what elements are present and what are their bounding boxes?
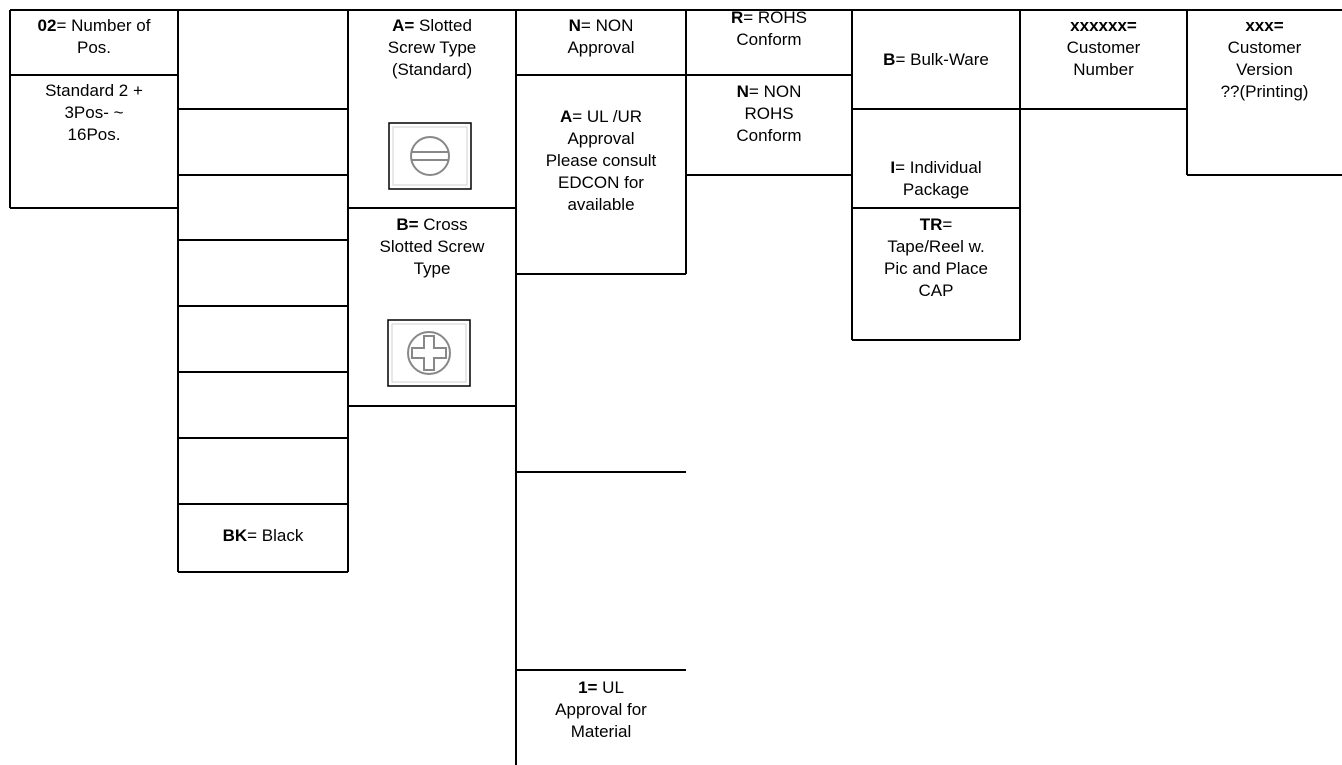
screw-cross-line-2: Slotted Screw (379, 237, 485, 256)
screw-cross-line-3: Type (413, 259, 451, 278)
screw-slotted-line-3: (Standard) (391, 60, 473, 79)
rohs-non-line-2: ROHS (744, 104, 794, 123)
cross-slotted-screw-head-icon (387, 319, 471, 387)
positions-standard-cell: Standard 2 + 3Pos- ~ 16Pos. (10, 80, 178, 146)
packaging-bulk-label: = Bulk-Ware (895, 50, 989, 69)
packaging-tape-reel-cell: TR= Tape/Reel w. Pic and Place CAP (852, 214, 1020, 302)
positions-standard-line-1: Standard 2 + (45, 81, 143, 100)
approval-ul-line-2: Approval (567, 129, 635, 148)
approval-material-line-3: Material (570, 722, 632, 741)
customer-number-cell: xxxxxx= Customer Number (1020, 15, 1187, 81)
positions-header-line-2: Pos. (76, 38, 112, 57)
packaging-bulk-cell: B= Bulk-Ware (852, 49, 1020, 71)
screw-cross-line-1: B= Cross (396, 215, 468, 234)
approval-non-cell: N= NON Approval (516, 15, 686, 59)
positions-header-line-1: 02= Number of (37, 16, 151, 35)
color-black-label: = Black (247, 526, 304, 545)
customer-number-line-2: Number (1073, 60, 1134, 79)
approval-non-line-1: N= NON (568, 16, 634, 35)
screw-slotted-line-2: Screw Type (387, 38, 477, 57)
approval-material-line-1: 1= UL (578, 678, 624, 697)
packaging-individual-line-1: I= Individual (890, 158, 982, 177)
color-black-code: BK (222, 526, 248, 545)
color-black-cell: BK= Black (178, 525, 348, 547)
rohs-non-cell: N= NON ROHS Conform (686, 81, 852, 147)
packaging-tape-reel-line-4: CAP (918, 281, 954, 300)
packaging-tape-reel-line-2: Tape/Reel w. (887, 237, 985, 256)
rohs-non-line-1: N= NON (736, 82, 802, 101)
screw-slotted-cell: A= Slotted Screw Type (Standard) (348, 15, 516, 81)
rohs-conform-line-2: Conform (736, 30, 802, 49)
customer-number-line-1: Customer (1066, 38, 1141, 57)
customer-version-code: xxx= (1245, 16, 1284, 35)
customer-number-code: xxxxxx= (1070, 16, 1137, 35)
approval-material-line-2: Approval for (555, 700, 647, 719)
packaging-individual-cell: I= Individual Package (852, 157, 1020, 201)
slotted-screw-head-icon (388, 122, 472, 190)
customer-version-line-2: Version (1236, 60, 1293, 79)
approval-ul-line-1: A= UL /UR (559, 107, 643, 126)
positions-standard-line-2: 3Pos- ~ (64, 103, 124, 122)
approval-ul-line-3: Please consult (545, 151, 657, 170)
customer-version-line-1: Customer (1227, 38, 1302, 57)
packaging-tape-reel-line-3: Pic and Place (884, 259, 988, 278)
rohs-conform-cell: R= ROHS Conform (686, 7, 852, 51)
rohs-conform-line-1: R= ROHS (730, 8, 808, 27)
approval-non-line-2: Approval (567, 38, 635, 57)
approval-material-cell: 1= UL Approval for Material (516, 677, 686, 743)
customer-version-cell: xxx= Customer Version ??(Printing) (1187, 15, 1342, 103)
screw-slotted-line-1: A= Slotted (392, 16, 472, 35)
positions-standard-line-3: 16Pos. (67, 125, 121, 144)
packaging-individual-line-2: Package (902, 180, 970, 199)
customer-version-line-3: ??(Printing) (1220, 82, 1309, 101)
packaging-bulk-code: B (883, 50, 896, 69)
approval-ul-line-5: available (567, 195, 635, 214)
approval-ul-cell: A= UL /UR Approval Please consult EDCON … (516, 106, 686, 216)
screw-cross-cell: B= Cross Slotted Screw Type (348, 214, 516, 280)
packaging-tape-reel-line-1: TR= (919, 215, 953, 234)
approval-ul-line-4: EDCON for (558, 173, 644, 192)
rohs-non-line-3: Conform (736, 126, 802, 145)
positions-header-cell: 02= Number of Pos. (10, 15, 178, 59)
